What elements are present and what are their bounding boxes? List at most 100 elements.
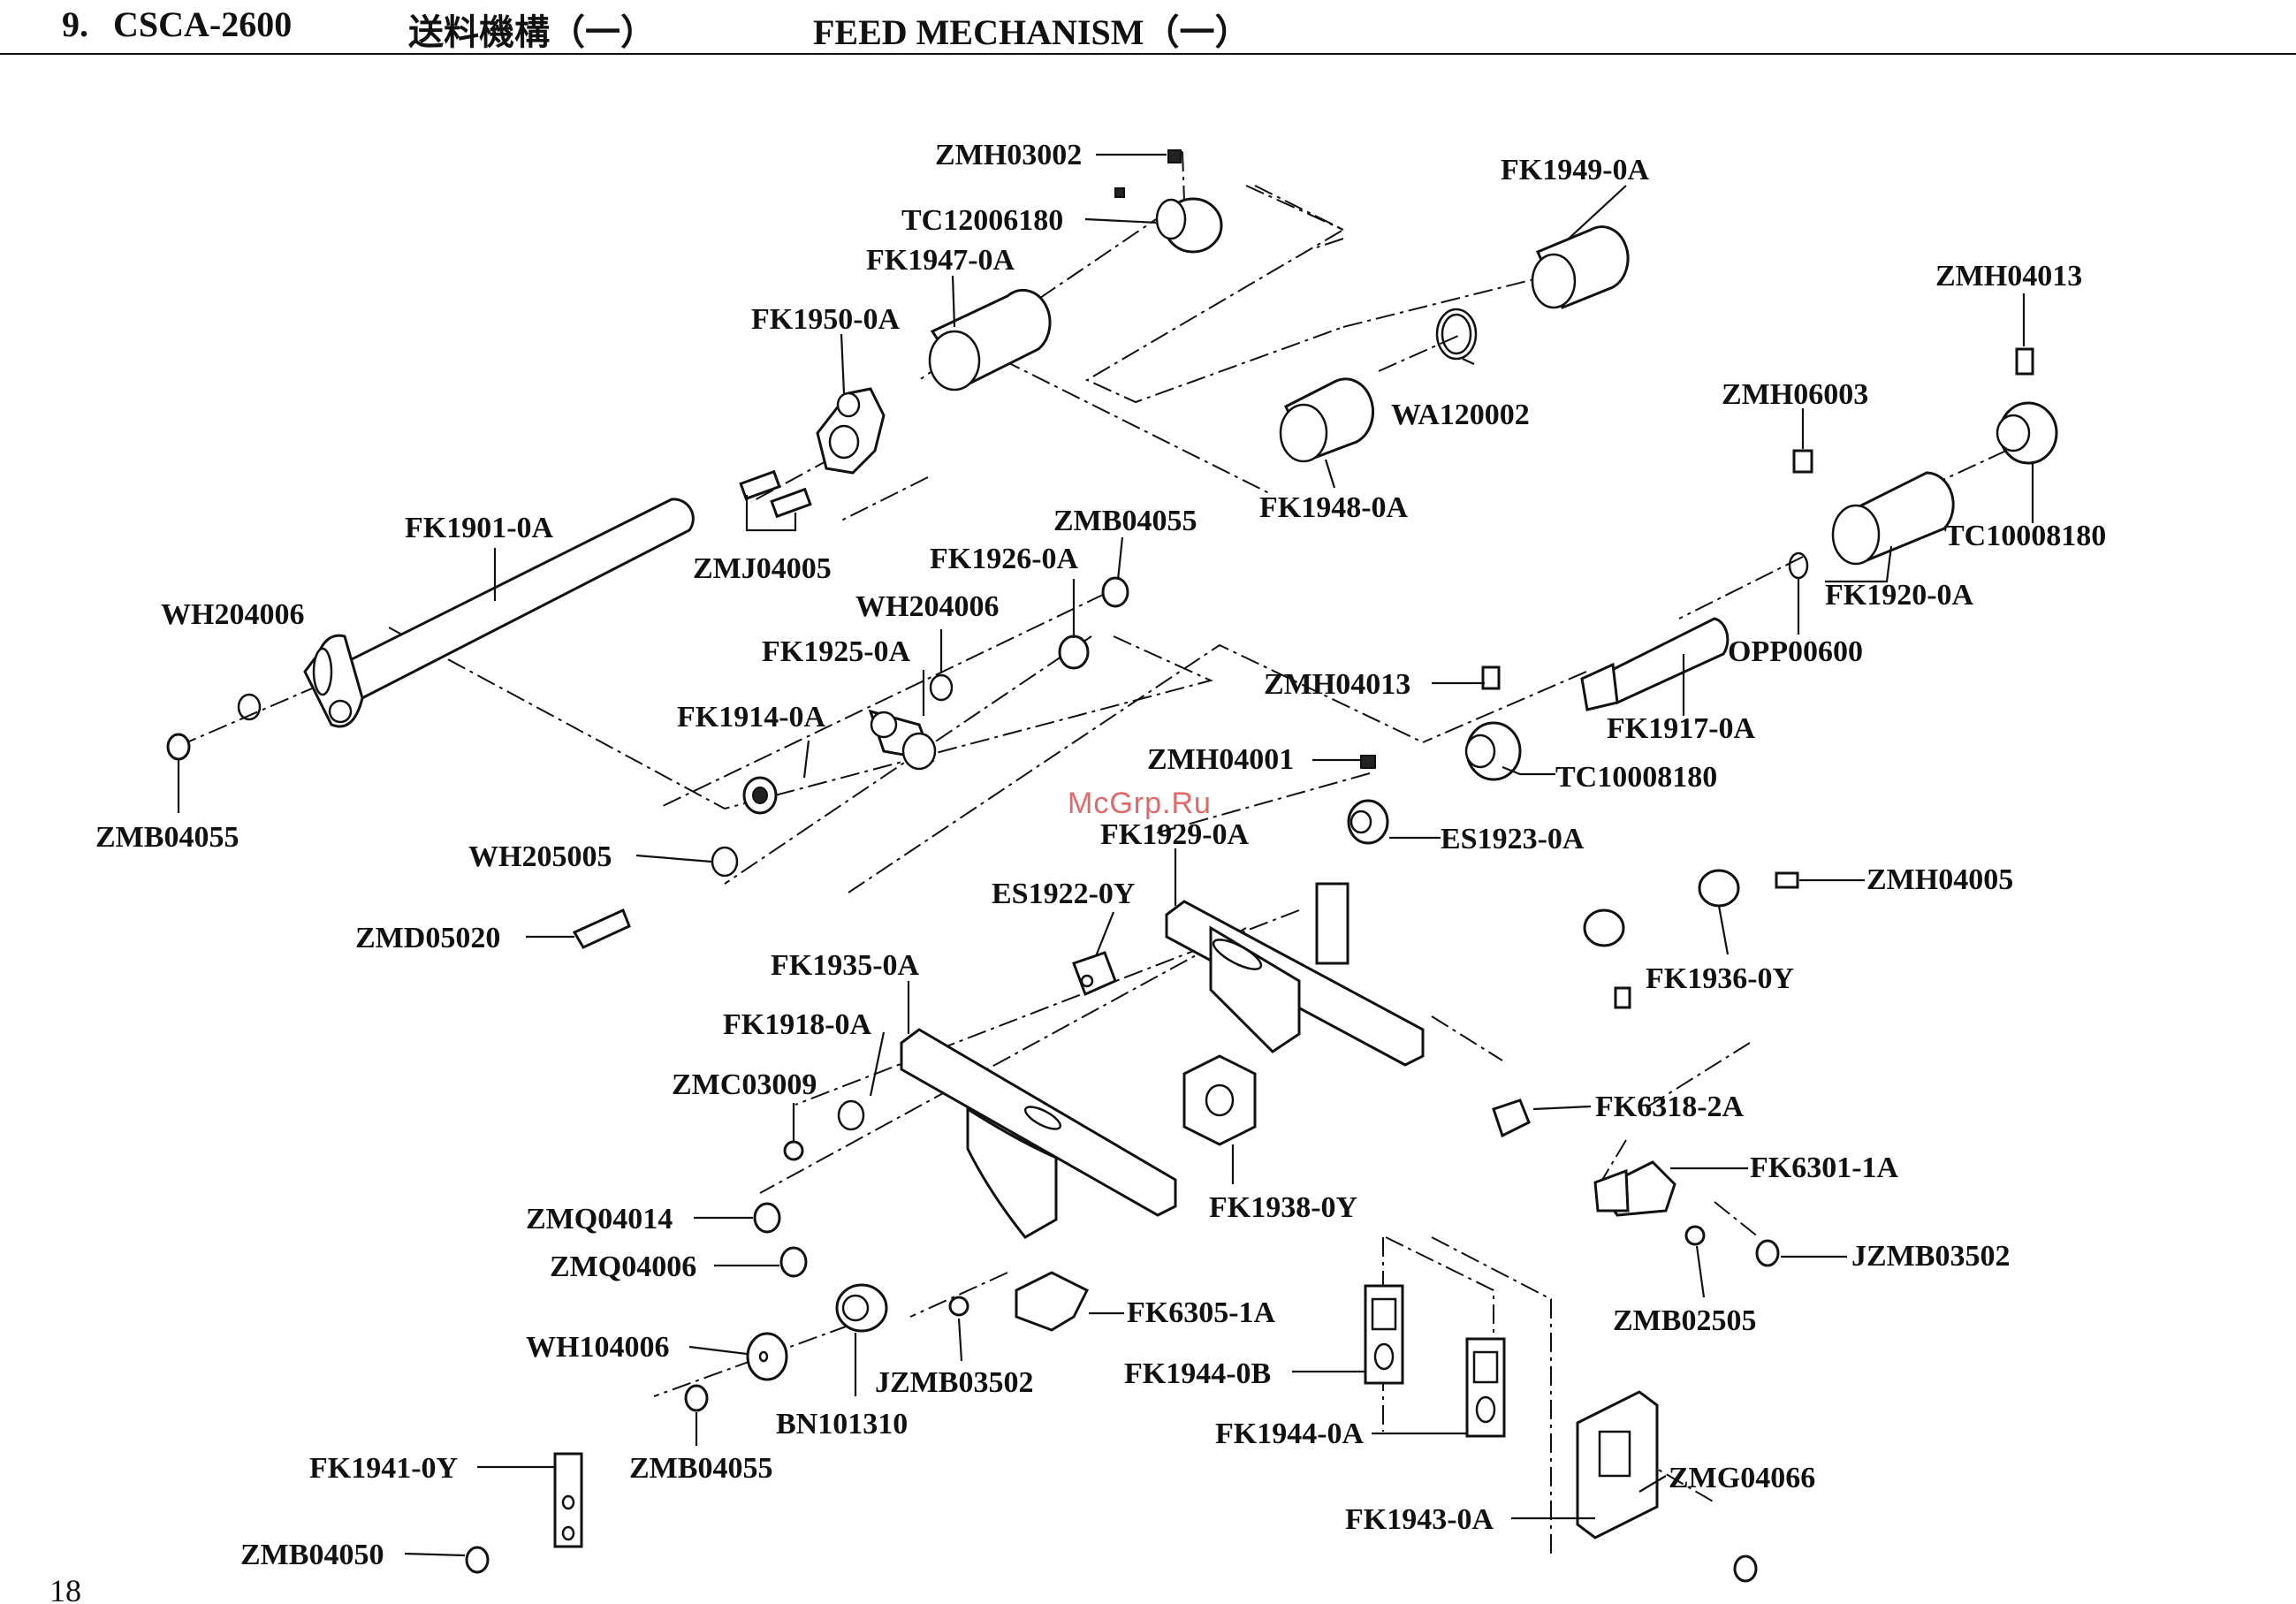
label-wh204006-left: WH204006 (161, 598, 304, 631)
part-washer-wh205005 (711, 846, 739, 878)
part-washer-wh104006 (746, 1332, 788, 1381)
part-collar-fk1926 (1058, 635, 1090, 670)
label-zmb04055-left: ZMB04055 (95, 821, 239, 854)
label-fk1949-0a: FK1949-0A (1501, 154, 1650, 186)
part-screw-zmb04055-top (1101, 576, 1129, 608)
title-english: FEED MECHANISM（一） (813, 12, 1251, 52)
part-collar-tc10008180-mid (1464, 721, 1522, 781)
part-pin-fk1936 (1583, 869, 1740, 1009)
part-set-screw-zmh03002 (1167, 149, 1182, 163)
model-name: CSCA-2600 (113, 4, 293, 44)
label-zmh04013-mid: ZMH04013 (1264, 668, 1410, 701)
label-zmh04013-top: ZMH04013 (1935, 260, 2082, 293)
label-fk1941-0y: FK1941-0Y (309, 1452, 458, 1485)
label-zmj04005: ZMJ04005 (693, 552, 832, 585)
label-fk1938-0y: FK1938-0Y (1209, 1191, 1357, 1224)
label-fk1948-0a: FK1948-0A (1259, 491, 1409, 524)
label-fk1944-0a: FK1944-0A (1215, 1418, 1365, 1450)
part-screw-zmh04001 (1360, 755, 1376, 769)
part-bolt-zmd05020 (572, 908, 631, 949)
part-screw-zmq04006 (779, 1246, 808, 1278)
label-zmh03002: ZMH03002 (935, 139, 1082, 171)
part-washer-wa120002 (1435, 308, 1478, 361)
label-fk1950-0a: FK1950-0A (751, 303, 901, 336)
label-zmb04055-top: ZMB04055 (1053, 505, 1197, 537)
part-bearing-bn101310 (835, 1283, 888, 1333)
label-wh204006-center: WH204006 (855, 590, 999, 623)
label-zmh06003: ZMH06003 (1722, 378, 1868, 411)
label-fk1936-0y: FK1936-0Y (1646, 962, 1794, 995)
label-fk1944-0b: FK1944-0B (1124, 1357, 1271, 1390)
assembly-axes (176, 149, 2007, 1555)
part-dog-fk6318 (1492, 1098, 1531, 1138)
label-fk1929-0a: FK1929-0A (1100, 818, 1250, 851)
label-zmh04005: ZMH04005 (1866, 863, 2013, 896)
part-screw-zmb04050 (465, 1546, 490, 1574)
label-zmh04001: ZMH04001 (1147, 743, 1294, 776)
part-washer-opp00600 (1788, 551, 1809, 580)
label-zmg04066: ZMG04066 (1669, 1462, 1815, 1494)
part-screws-zmj04005 (739, 469, 812, 519)
part-bushing-fk1948 (1279, 377, 1374, 463)
label-zmq04006: ZMQ04006 (550, 1251, 696, 1283)
part-washer-fk1918 (837, 1099, 865, 1131)
label-zmc03009: ZMC03009 (672, 1068, 817, 1101)
label-es1923-0a: ES1923-0A (1441, 823, 1585, 855)
part-block-es1922 (1072, 951, 1117, 997)
part-bracket-fk1950 (816, 387, 886, 475)
part-plate-fk1944-0a (1465, 1337, 1506, 1438)
label-fk1943-0a: FK1943-0A (1345, 1503, 1494, 1536)
section-number: 9. (62, 4, 88, 44)
part-screw-zmc03009 (783, 1140, 804, 1161)
part-bushing-fk1949 (1531, 225, 1630, 309)
part-feed-bar-fk1929 (1165, 882, 1425, 1067)
part-block-fk1938 (1182, 1054, 1257, 1146)
label-zmd05020: ZMD05020 (355, 922, 500, 954)
label-fk1914-0a: FK1914-0A (677, 701, 826, 734)
label-bn101310: BN101310 (776, 1408, 908, 1441)
label-fk1918-0a: FK1918-0A (723, 1008, 872, 1041)
label-opp00600: OPP00600 (1728, 635, 1863, 668)
part-lever-fk1925 (868, 709, 937, 771)
page-header: 9. CSCA-2600 送料機構（一） FEED MECHANISM（一） (0, 0, 2296, 55)
label-fk1920-0a: FK1920-0A (1825, 579, 1974, 612)
label-fk1926-0a: FK1926-0A (930, 543, 1079, 575)
label-wh104006: WH104006 (526, 1331, 669, 1364)
part-collar-es1923 (1347, 799, 1389, 845)
part-washer-wh204006-center (929, 673, 954, 702)
label-wh205005: WH205005 (468, 840, 612, 873)
label-zmb04050: ZMB04050 (240, 1539, 384, 1571)
part-plate-fk1944-0b (1364, 1284, 1404, 1385)
part-screw-zmb02505 (1684, 1225, 1706, 1246)
label-zmb02505: ZMB02505 (1613, 1304, 1756, 1337)
part-feed-dog-fk6301 (1593, 1160, 1676, 1217)
part-collar-tc10008180-top (1996, 401, 2058, 465)
part-screw-zmb04055-left (166, 733, 191, 761)
part-screw-jzmb03502-right (1755, 1239, 1780, 1267)
part-shaft-fk1901 (303, 498, 695, 728)
label-tc10008180-top: TC10008180 (1944, 520, 2106, 552)
part-washer-wh204006-left (237, 693, 262, 721)
title-chinese: 送料機構（一） (408, 12, 656, 52)
label-fk6305-1a: FK6305-1A (1127, 1296, 1276, 1329)
label-fk1917-0a: FK1917-0A (1607, 712, 1756, 745)
part-plate-fk1941 (553, 1452, 583, 1548)
part-labels: ZMH03002 TC12006180 FK1947-0A FK1949-0A … (49, 139, 2106, 1604)
part-screw-jzmb03502-left (948, 1296, 969, 1317)
part-screw-zmh04013-top (2015, 347, 2034, 376)
label-fk6318-2a: FK6318-2A (1595, 1091, 1745, 1123)
part-collar-tc12006180 (1114, 187, 1223, 254)
part-feed-dog-fk6305 (1015, 1271, 1090, 1332)
label-fk6301-1a: FK6301-1A (1750, 1152, 1899, 1184)
label-jzmb03502-left: JZMB03502 (875, 1366, 1033, 1399)
label-tc10008180-mid: TC10008180 (1555, 761, 1717, 794)
part-screw-zmh06003 (1792, 449, 1813, 474)
label-fk1947-0a: FK1947-0A (866, 244, 1015, 277)
page-number: 18 (49, 1573, 81, 1604)
part-feed-bar-fk1935 (900, 1028, 1177, 1239)
label-es1922-0y: ES1922-0Y (992, 878, 1135, 910)
part-bushing-fk1947 (928, 288, 1052, 391)
label-zmq04014: ZMQ04014 (526, 1203, 673, 1235)
part-bracket-fk1943 (1576, 1390, 1659, 1539)
